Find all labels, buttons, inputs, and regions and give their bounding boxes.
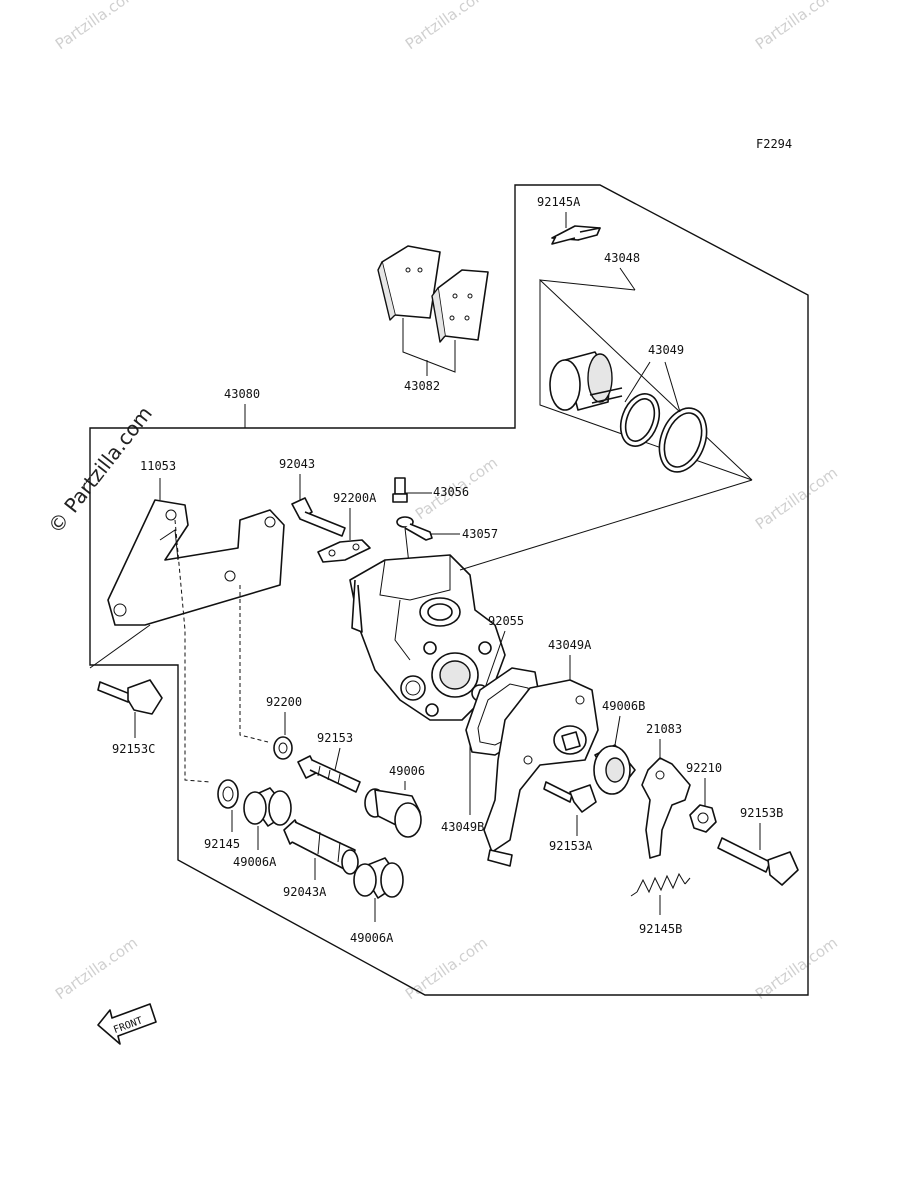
label-11053: 11053 [140,459,176,473]
mounting-bracket-11053 [107,499,285,626]
label-49006: 49006 [389,764,425,778]
boot-49006 [364,788,422,838]
label-92145: 92145 [204,837,240,851]
bolt-92153C [97,679,163,715]
nut-92210 [689,804,717,833]
holder-43049A [483,679,599,867]
figure-code: F2294 [756,137,792,151]
bleeder-43056 [392,477,408,503]
seals-43049 [619,393,708,473]
label-92153B: 92153B [740,806,783,820]
cap-43057 [396,516,433,541]
front-direction-arrow: FRONT [97,1003,157,1045]
bolt-92043 [291,497,346,537]
label-43082: 43082 [404,379,440,393]
boot-49006A-upper [243,787,292,827]
label-21083: 21083 [646,722,682,736]
watermark-text: Partzilla.com [752,933,841,1003]
label-92210: 92210 [686,761,722,775]
bolt-92153B [717,837,799,886]
lever-21083 [641,757,691,859]
watermark-text: Partzilla.com [402,0,491,53]
caliper-body [349,554,506,721]
label-92153A: 92153A [549,839,593,853]
piston-43048 [549,351,623,411]
label-92145A: 92145A [537,195,581,209]
bearing-49006B [593,744,636,795]
plate-92200A [317,539,371,563]
label-92153C: 92153C [112,742,155,756]
brake-pads-43082 [377,245,489,343]
label-43056: 43056 [433,485,469,499]
label-92200A: 92200A [333,491,377,505]
label-49006B: 49006B [602,699,645,713]
watermark-text: Partzilla.com [752,0,841,53]
label-43049A: 43049A [548,638,592,652]
label-49006A-upper: 49006A [233,855,277,869]
washer-92145 [217,779,239,809]
watermark-text: Partzilla.com [752,463,841,533]
label-92043: 92043 [279,457,315,471]
label-43049B: 43049B [441,820,484,834]
washer-92200 [273,736,293,760]
label-49006A-lower: 49006A [350,931,394,945]
pin-92153 [297,755,361,793]
pin-92043A [283,819,359,875]
boot-49006A-lower [353,857,404,899]
label-43049: 43049 [648,343,684,357]
spring-92145B [630,872,691,897]
label-92145B: 92145B [639,922,682,936]
label-43048: 43048 [604,251,640,265]
label-43057: 43057 [462,527,498,541]
watermark-text: Partzilla.com [52,933,141,1003]
assembly-frame [89,184,809,996]
label-43080: 43080 [224,387,260,401]
label-92153: 92153 [317,731,353,745]
clip-92145A [551,225,601,245]
label-92200: 92200 [266,695,302,709]
label-92043A: 92043A [283,885,327,899]
label-92055: 92055 [488,614,524,628]
watermark-text: Partzilla.com [402,933,491,1003]
bolt-92153A [543,781,597,813]
watermark-text: Partzilla.com [52,0,141,53]
